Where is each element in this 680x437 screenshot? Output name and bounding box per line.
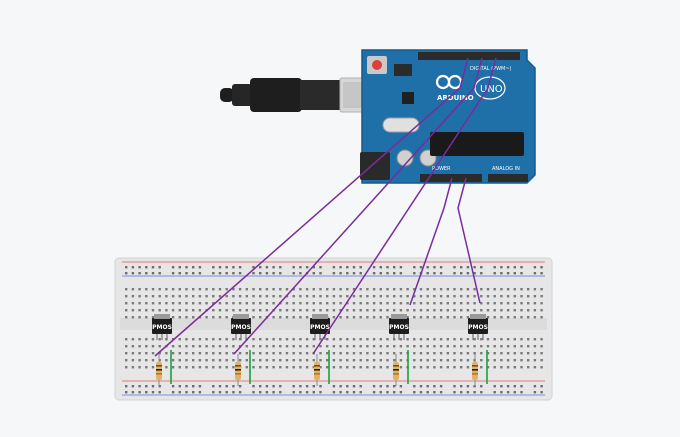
signal-wire[interactable] bbox=[154, 57, 469, 357]
pmos-label: PMOS bbox=[231, 324, 251, 331]
pmos-transistor[interactable]: PMOS bbox=[468, 314, 488, 340]
components-layer: PMOS PMOS PMOS PMOS PMOS bbox=[152, 314, 488, 386]
pmos-label: PMOS bbox=[389, 324, 409, 331]
digital-pwm-label: DIGITAL (PWM~) bbox=[470, 66, 512, 72]
power-jack[interactable] bbox=[360, 152, 390, 180]
signal-wire[interactable] bbox=[233, 57, 483, 355]
analog-header[interactable] bbox=[488, 174, 528, 182]
arduino-model-label: UNO bbox=[480, 84, 503, 95]
pmos-transistor[interactable]: PMOS bbox=[152, 314, 172, 340]
atmega-chip bbox=[430, 132, 524, 156]
signal-wire[interactable] bbox=[457, 177, 481, 304]
icsp-header bbox=[394, 64, 412, 76]
pmos-transistor[interactable]: PMOS bbox=[231, 314, 251, 340]
pmos-label: PMOS bbox=[310, 324, 330, 331]
pmos-transistor[interactable]: PMOS bbox=[389, 314, 409, 340]
pmos-label: PMOS bbox=[152, 324, 172, 331]
power-label: POWER bbox=[432, 166, 451, 172]
resistor[interactable] bbox=[472, 354, 478, 386]
resistor[interactable] bbox=[314, 354, 320, 386]
resistor[interactable] bbox=[156, 354, 162, 386]
analog-in-label: ANALOG IN bbox=[492, 166, 520, 172]
wires-layer bbox=[154, 57, 497, 357]
signal-wire[interactable] bbox=[312, 57, 497, 355]
resistor[interactable] bbox=[393, 354, 399, 386]
power-header[interactable] bbox=[420, 174, 482, 182]
reset-button[interactable] bbox=[372, 60, 382, 70]
arduino-brand-label: ARDUINO bbox=[437, 94, 474, 102]
signal-wire[interactable] bbox=[409, 177, 453, 306]
resistor[interactable] bbox=[235, 354, 241, 386]
usb-cable[interactable] bbox=[220, 77, 373, 113]
pmos-label: PMOS bbox=[468, 324, 488, 331]
digital-header[interactable] bbox=[418, 52, 520, 60]
pmos-transistor[interactable]: PMOS bbox=[310, 314, 330, 340]
